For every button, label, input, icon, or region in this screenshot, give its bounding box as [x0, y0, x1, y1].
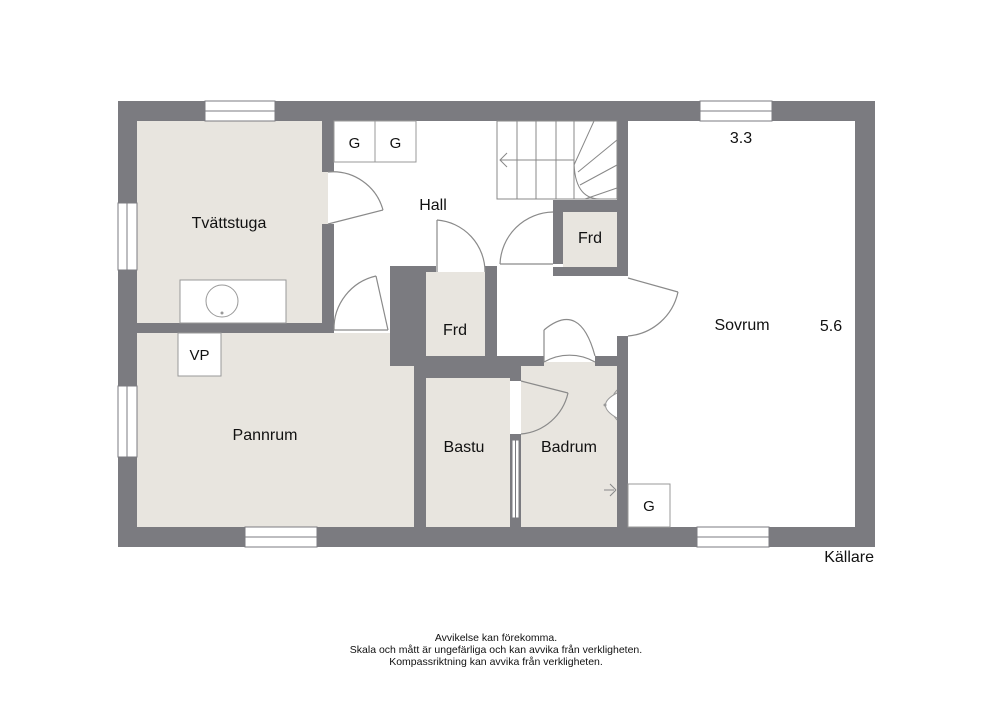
floor-name: Källare	[824, 549, 874, 566]
bastu-floor	[426, 378, 510, 527]
shower-icon	[604, 483, 617, 497]
disclaimer-line-3: Kompassriktning kan avvika från verkligh…	[389, 656, 603, 668]
disclaimer-line-1: Avvikelse kan förekomma.	[434, 632, 558, 644]
fixture-g2: G	[390, 135, 402, 152]
room-tvattstuga: Tvättstuga	[192, 215, 267, 232]
sink-icon	[205, 284, 239, 318]
fixture-g1: G	[349, 135, 361, 152]
doors	[327, 171, 679, 435]
disclaimer-line-2: Skala och mått är ungefärliga och kan av…	[349, 644, 643, 656]
room-frd-upper: Frd	[578, 230, 602, 247]
fixture-vp: VP	[189, 347, 209, 364]
g3-box	[627, 483, 671, 528]
disclaimer: Avvikelse kan förekomma. Skala och mått …	[246, 632, 746, 668]
room-hall: Hall	[419, 197, 447, 214]
dimension-width: 3.3	[730, 130, 752, 147]
tvattstuga-door-nook	[322, 172, 328, 224]
vp-box	[177, 332, 222, 377]
badrum-floor	[521, 362, 617, 527]
frd-upper-floor	[563, 212, 617, 267]
room-sovrum: Sovrum	[714, 317, 769, 334]
interior-walls	[137, 121, 628, 527]
frd-lower-floor	[426, 272, 485, 356]
dimension-depth: 5.6	[820, 318, 842, 335]
fixtures	[177, 120, 671, 528]
windows	[117, 100, 773, 548]
g2-box	[374, 120, 417, 163]
room-badrum: Badrum	[541, 439, 597, 456]
bastu-sliding-door	[511, 439, 520, 519]
fixture-g3: G	[643, 498, 655, 515]
room-pannrum: Pannrum	[233, 427, 298, 444]
room-frd-lower: Frd	[443, 322, 467, 339]
room-bastu: Bastu	[444, 439, 485, 456]
staircase	[496, 120, 618, 200]
